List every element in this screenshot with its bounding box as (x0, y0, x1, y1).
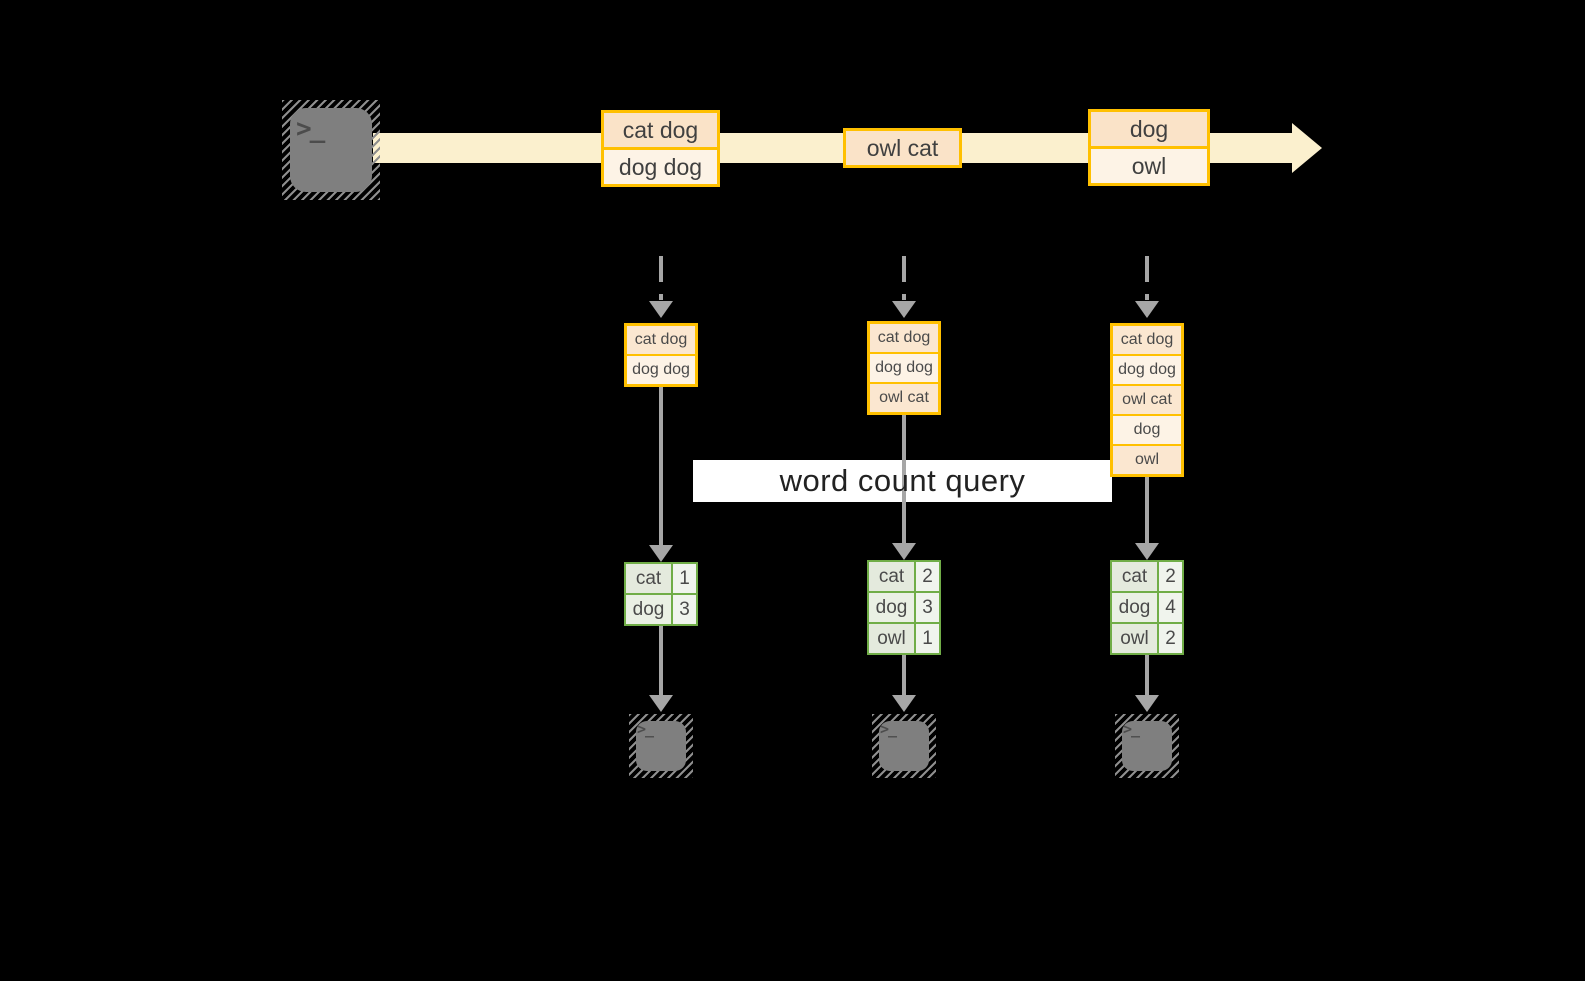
count-cell: 1 (671, 564, 696, 593)
stream-batch-3: dog owl (1088, 109, 1210, 186)
terminal-body (290, 108, 372, 192)
table-row: cat 2 (869, 562, 939, 591)
connector-line (659, 626, 663, 696)
stream-batch-1: cat dog dog dog (601, 110, 720, 187)
wordcount-table-3: cat 2 dog 4 owl 2 (1110, 560, 1184, 655)
stack-line: dog (1113, 414, 1181, 444)
word-cell: cat (626, 564, 671, 593)
stack-line: owl cat (1113, 384, 1181, 414)
batch-line: cat dog (604, 113, 717, 147)
arrowhead-down-icon (892, 695, 916, 712)
word-cell: dog (869, 593, 914, 622)
count-cell: 4 (1157, 593, 1182, 622)
arrowhead-down-icon (1135, 301, 1159, 318)
terminal-body (879, 721, 929, 771)
connector-line (902, 415, 906, 544)
table-row: owl 1 (869, 622, 939, 653)
terminal-sink-icon-3: >_ (1115, 714, 1179, 778)
terminal-prompt-glyph: >_ (880, 720, 897, 738)
stream-batch-2: owl cat (843, 128, 962, 168)
batch-line: owl cat (846, 131, 959, 165)
dashed-connector (902, 256, 906, 300)
table-row: dog 4 (1112, 591, 1182, 622)
terminal-prompt-glyph: >_ (637, 720, 654, 738)
terminal-body (636, 721, 686, 771)
count-cell: 2 (914, 562, 939, 591)
word-cell: owl (1112, 624, 1157, 653)
query-label: word count query (779, 463, 1026, 498)
arrowhead-down-icon (1135, 543, 1159, 560)
arrowhead-down-icon (649, 695, 673, 712)
wordcount-table-2: cat 2 dog 3 owl 1 (867, 560, 941, 655)
terminal-prompt-glyph: >_ (1123, 720, 1140, 738)
batch-line: dog (1091, 112, 1207, 146)
word-cell: cat (869, 562, 914, 591)
connector-line (902, 655, 906, 696)
count-cell: 2 (1157, 624, 1182, 653)
stream-arrowhead-icon (1292, 123, 1322, 173)
batch-line: owl (1091, 146, 1207, 183)
arrowhead-down-icon (892, 543, 916, 560)
arrowhead-down-icon (892, 301, 916, 318)
stack-line: dog dog (1113, 354, 1181, 384)
table-row: cat 1 (626, 564, 696, 593)
table-row: cat 2 (1112, 562, 1182, 591)
word-cell: owl (869, 624, 914, 653)
connector-line (659, 387, 663, 546)
terminal-source-icon: >_ (282, 100, 380, 200)
stack-line: cat dog (870, 324, 938, 352)
accumulated-input-2: cat dog dog dog owl cat (867, 321, 941, 415)
arrowhead-down-icon (649, 301, 673, 318)
word-cell: cat (1112, 562, 1157, 591)
count-cell: 3 (671, 595, 696, 624)
terminal-sink-icon-1: >_ (629, 714, 693, 778)
stack-line: owl (1113, 444, 1181, 474)
stack-line: dog dog (870, 352, 938, 382)
stack-line: cat dog (627, 326, 695, 354)
terminal-body (1122, 721, 1172, 771)
count-cell: 2 (1157, 562, 1182, 591)
count-cell: 3 (914, 593, 939, 622)
stack-line: cat dog (1113, 326, 1181, 354)
accumulated-input-1: cat dog dog dog (624, 323, 698, 387)
dashed-connector (1145, 256, 1149, 300)
stack-line: owl cat (870, 382, 938, 412)
arrowhead-down-icon (649, 545, 673, 562)
word-cell: dog (1112, 593, 1157, 622)
table-row: owl 2 (1112, 622, 1182, 653)
table-row: dog 3 (626, 593, 696, 624)
stack-line: dog dog (627, 354, 695, 384)
dashed-connector (659, 256, 663, 300)
accumulated-input-3: cat dog dog dog owl cat dog owl (1110, 323, 1184, 477)
terminal-sink-icon-2: >_ (872, 714, 936, 778)
connector-line (1145, 655, 1149, 696)
count-cell: 1 (914, 624, 939, 653)
terminal-prompt-glyph: >_ (296, 114, 325, 144)
wordcount-table-1: cat 1 dog 3 (624, 562, 698, 626)
table-row: dog 3 (869, 591, 939, 622)
word-cell: dog (626, 595, 671, 624)
batch-line: dog dog (604, 147, 717, 184)
connector-line (1145, 477, 1149, 544)
arrowhead-down-icon (1135, 695, 1159, 712)
